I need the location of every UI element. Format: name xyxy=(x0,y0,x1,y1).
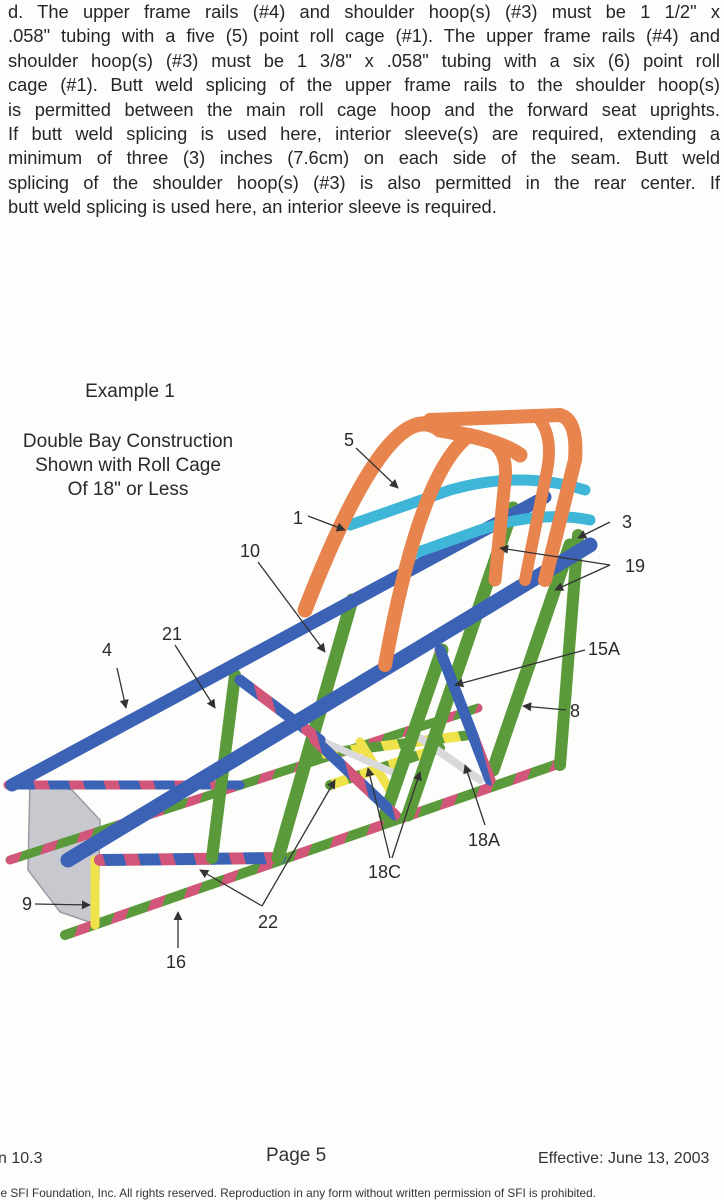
callout-18a: 18A xyxy=(468,830,500,850)
paragraph-line: is permitted between the main roll cage … xyxy=(8,98,720,120)
spec-paragraph: d. The upper frame rails (#4) and should… xyxy=(8,0,720,220)
paragraph-line: If butt weld splicing is used here, inte… xyxy=(8,123,720,145)
paragraph-line: .058" tubing with a five (5) point roll … xyxy=(8,25,720,47)
paragraph-line: shoulder hoop(s) (#3) must be 1 3/8" x .… xyxy=(8,49,720,71)
example-title: Example 1 xyxy=(85,381,175,402)
paragraph-line: splicing of the shoulder hoop(s) (#3) is… xyxy=(8,171,720,193)
callout-8: 8 xyxy=(570,701,580,721)
footer-revision: n 10.3 xyxy=(0,1150,43,1167)
callout-4: 4 xyxy=(102,640,112,660)
callout-18c: 18C xyxy=(368,862,401,882)
roll-cage xyxy=(297,407,583,672)
callout-16: 16 xyxy=(166,952,186,972)
upper-frame-rails xyxy=(5,490,598,868)
callout-leaders xyxy=(34,447,611,948)
chassis-diagram: 5 1 3 19 10 21 4 15A 8 18A 18C 22 9 16 xyxy=(3,407,645,972)
figure-caption: Double Bay Construction Shown with Roll … xyxy=(0,430,256,502)
paragraph-line: cage (#1). Butt weld splicing of the upp… xyxy=(8,74,720,96)
callout-22: 22 xyxy=(258,912,278,932)
footer-effective-date: Effective: June 13, 2003 xyxy=(538,1150,710,1167)
callout-21: 21 xyxy=(162,624,182,644)
paragraph-line: d. The upper frame rails (#4) and should… xyxy=(8,1,720,22)
caption-line: Shown with Roll Cage xyxy=(35,455,221,476)
callout-5: 5 xyxy=(344,430,354,450)
footer-page-number: Page 5 xyxy=(266,1145,327,1166)
diagonal-braces xyxy=(234,644,496,821)
caption-line: Of 18" or Less xyxy=(67,479,189,500)
callout-9: 9 xyxy=(22,894,32,914)
callout-19: 19 xyxy=(625,556,645,576)
paragraph-line: butt weld splicing is used here, an inte… xyxy=(8,196,497,218)
caption-line: Double Bay Construction xyxy=(22,431,234,452)
callout-3: 3 xyxy=(622,512,632,532)
paragraph-line: minimum of three (3) inches (7.6cm) on e… xyxy=(8,147,720,169)
callout-1: 1 xyxy=(293,508,303,528)
footer-copyright: he SFI Foundation, Inc. All rights reser… xyxy=(0,1186,596,1200)
callout-10: 10 xyxy=(240,541,260,561)
callout-15a: 15A xyxy=(588,639,620,659)
